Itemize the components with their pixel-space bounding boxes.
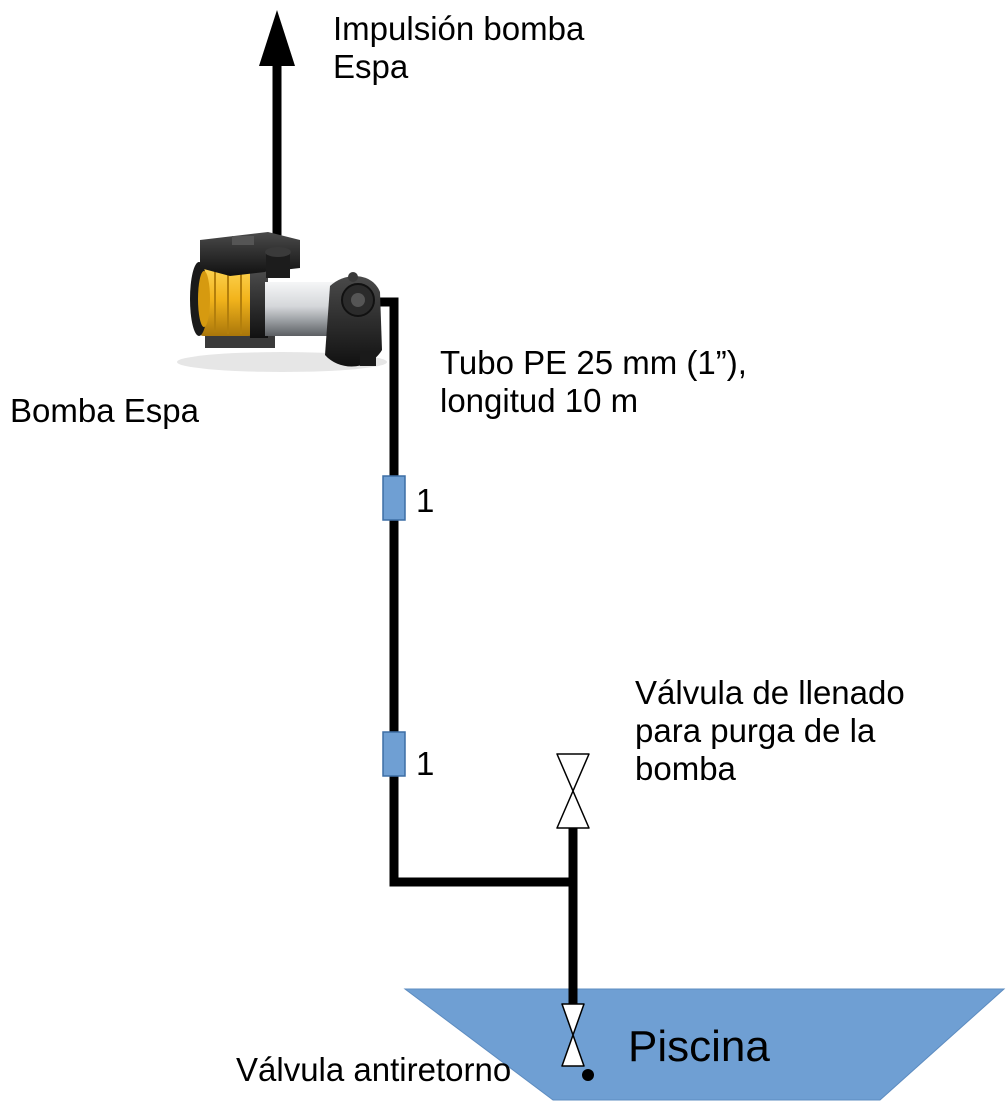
- check-valve-label: Válvula antiretorno: [236, 1051, 512, 1088]
- pipe-spec-label-line-1: Tubo PE 25 mm (1”),: [440, 344, 747, 381]
- valve-icon: [556, 753, 590, 829]
- fitting-1-label: 1: [416, 482, 435, 519]
- pump-discharge-label: Impulsión bomba Espa: [333, 10, 584, 86]
- pipe-fitting-1: [382, 475, 406, 521]
- pool-shape: [403, 988, 1006, 1101]
- check-valve-icon: [561, 1003, 594, 1081]
- pipe-fitting-2: [382, 731, 406, 777]
- pipe-spec-label: Tubo PE 25 mm (1”), longitud 10 m: [440, 344, 747, 420]
- pump-discharge-label-line-1: Impulsión bomba: [333, 10, 585, 47]
- pool-label: Piscina: [628, 1022, 770, 1071]
- fill-valve-label-line-2: para purga de la: [635, 712, 876, 749]
- pump-label: Bomba Espa: [10, 392, 199, 429]
- fill-valve-label: Válvula de llenado para purga de la bomb…: [635, 674, 905, 788]
- discharge-arrow-icon: [259, 10, 295, 250]
- fitting-2-label: 1: [416, 745, 435, 782]
- centrifugal-pump-icon: [177, 232, 387, 372]
- suction-pipe: [365, 297, 578, 1007]
- pump-discharge-label-line-2: Espa: [333, 48, 409, 85]
- pipe-spec-label-line-2: longitud 10 m: [440, 382, 639, 419]
- fill-valve-label-line-3: bomba: [635, 750, 736, 787]
- fill-valve-label-line-1: Válvula de llenado: [635, 674, 905, 711]
